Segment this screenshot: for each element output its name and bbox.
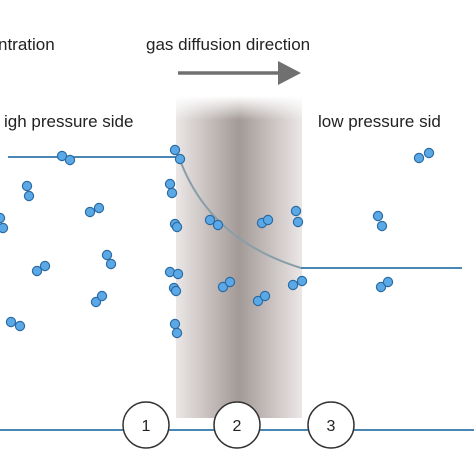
molecule-atom <box>259 290 271 302</box>
gas-molecule <box>252 290 271 307</box>
molecule-atom <box>171 221 183 233</box>
gas-molecule <box>375 276 394 293</box>
molecule-atom <box>382 276 394 288</box>
molecule-atom <box>204 214 216 226</box>
molecule-atom <box>292 216 304 228</box>
molecule-atom <box>423 147 435 159</box>
gas-molecule <box>169 144 186 165</box>
step-1: 1 <box>122 401 170 449</box>
molecule-atom <box>170 285 182 297</box>
molecule-atom <box>56 150 68 162</box>
molecule-atom <box>0 212 6 224</box>
molecule-atom <box>287 279 299 291</box>
concentration-label: ntration <box>0 35 55 54</box>
gas-molecule <box>31 260 51 277</box>
membrane <box>176 96 302 418</box>
gas-molecule <box>101 249 117 270</box>
molecule-atom <box>21 180 33 192</box>
molecule-atom <box>31 265 43 277</box>
molecule-atom <box>0 222 9 234</box>
gas-molecule <box>372 210 388 232</box>
gas-molecule <box>164 178 178 199</box>
gas-molecule <box>5 316 26 332</box>
molecule-atom <box>90 296 102 308</box>
molecule-atom <box>375 281 387 293</box>
gas-molecule <box>164 266 184 280</box>
molecule-atom <box>64 154 76 166</box>
molecule-atom <box>171 327 183 339</box>
molecule-atom <box>372 210 384 222</box>
molecule-atom <box>212 219 224 231</box>
gas-molecule <box>256 214 274 229</box>
molecule-atom <box>262 214 274 226</box>
molecule-atom <box>5 316 17 328</box>
step-3-circle <box>307 401 355 449</box>
low-pressure-side-label: low pressure sid <box>318 112 441 131</box>
gas-molecule <box>56 150 76 166</box>
molecule-atom <box>252 295 264 307</box>
molecule-atom <box>296 275 308 287</box>
gas-molecules <box>0 144 435 339</box>
molecule-atom <box>376 220 388 232</box>
molecule-atom <box>166 187 178 199</box>
molecule-atom <box>169 144 181 156</box>
gas-molecule <box>169 218 183 233</box>
diffusion-arrow-icon <box>178 61 301 85</box>
molecule-atom <box>101 249 113 261</box>
molecule-atom <box>164 178 176 190</box>
molecule-atom <box>413 152 425 164</box>
step-3: 3 <box>307 401 355 449</box>
molecule-atom <box>217 281 229 293</box>
step-3-number: 3 <box>327 418 336 435</box>
step-2-circle <box>213 401 261 449</box>
gas-molecule <box>90 290 108 308</box>
molecule-atom <box>96 290 108 302</box>
step-1-number: 1 <box>142 418 151 435</box>
gas-molecule <box>413 147 435 164</box>
molecule-atom <box>39 260 51 272</box>
molecule-atom <box>93 202 105 214</box>
molecule-atom <box>172 268 184 280</box>
molecule-atom <box>224 276 236 288</box>
molecule-atom <box>84 206 96 218</box>
gas-molecule <box>290 205 304 228</box>
gas-molecule <box>0 212 9 234</box>
concentration-gradient-curve <box>179 159 302 269</box>
gas-molecule <box>204 214 224 231</box>
gas-molecule <box>168 282 182 297</box>
molecule-atom <box>169 318 181 330</box>
molecule-atom <box>290 205 302 217</box>
gas-molecule <box>217 276 236 293</box>
step-2: 2 <box>213 401 261 449</box>
molecule-atom <box>105 258 117 270</box>
gas-molecule <box>21 180 35 202</box>
step-2-number: 2 <box>233 418 242 435</box>
diffusion-direction-label: gas diffusion direction <box>146 35 310 54</box>
gas-molecule <box>169 318 183 339</box>
molecule-atom <box>23 190 35 202</box>
high-pressure-side-label: igh pressure side <box>4 112 133 131</box>
gas-molecule <box>287 275 308 291</box>
molecule-atom <box>174 153 186 165</box>
gas-molecule <box>84 202 105 218</box>
step-1-circle <box>122 401 170 449</box>
molecule-atom <box>14 320 26 332</box>
